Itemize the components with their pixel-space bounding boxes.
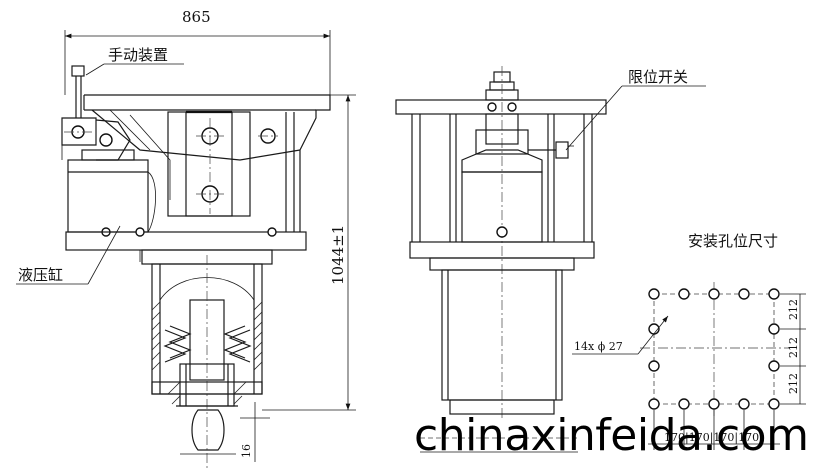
mounting-hole bbox=[708, 398, 720, 410]
height-dimension: 1044±1 bbox=[262, 94, 356, 411]
mounting-hole bbox=[708, 288, 720, 300]
spring-right bbox=[223, 325, 252, 363]
mounting-hole-title: 安装孔位尺寸 bbox=[688, 232, 778, 250]
mounting-hole bbox=[768, 360, 780, 372]
pitch-v-3: 212 bbox=[787, 373, 800, 394]
height-dimension-text: 1044±1 bbox=[329, 225, 347, 285]
bottom-dimension: 16 bbox=[240, 402, 270, 462]
hatching bbox=[151, 301, 263, 371]
hydraulic-cylinder-side bbox=[67, 149, 156, 237]
mounting-hole bbox=[768, 398, 780, 410]
mounting-hole bbox=[648, 288, 660, 300]
hole-spec-text: 14x ϕ 27 bbox=[574, 340, 623, 353]
mounting-hole bbox=[678, 288, 690, 300]
mounting-hole bbox=[648, 360, 660, 372]
width-dimension-text: 865 bbox=[182, 8, 211, 26]
mounting-hole bbox=[678, 398, 690, 410]
pitch-v-1: 212 bbox=[787, 299, 800, 320]
pitch-h: 170|170|170|170 bbox=[664, 431, 759, 445]
side-view: 865 bbox=[16, 8, 356, 470]
mounting-hole bbox=[648, 398, 660, 410]
bottom-dimension-text: 16 bbox=[240, 444, 253, 458]
front-view: 限位开关 bbox=[395, 66, 706, 453]
mounting-hole bbox=[738, 398, 750, 410]
limit-switch bbox=[528, 141, 574, 159]
manual-device bbox=[61, 65, 131, 161]
mounting-hole bbox=[738, 288, 750, 300]
mounting-hole bbox=[768, 323, 780, 335]
spring-left bbox=[163, 325, 192, 363]
watermark-text: chinaxinfeida.com bbox=[414, 410, 808, 461]
mounting-hole bbox=[768, 288, 780, 300]
limit-switch-label: 限位开关 bbox=[628, 68, 688, 86]
flange-hatch bbox=[167, 381, 247, 405]
hydraulic-cylinder-label: 液压缸 bbox=[18, 266, 63, 284]
width-dimension: 865 bbox=[64, 8, 331, 95]
mounting-hole-layout: 安装孔位尺寸 14x ϕ 27 212 212 212 bbox=[572, 232, 806, 450]
pitch-v-2: 212 bbox=[787, 337, 800, 358]
manual-device-label: 手动装置 bbox=[108, 46, 168, 64]
